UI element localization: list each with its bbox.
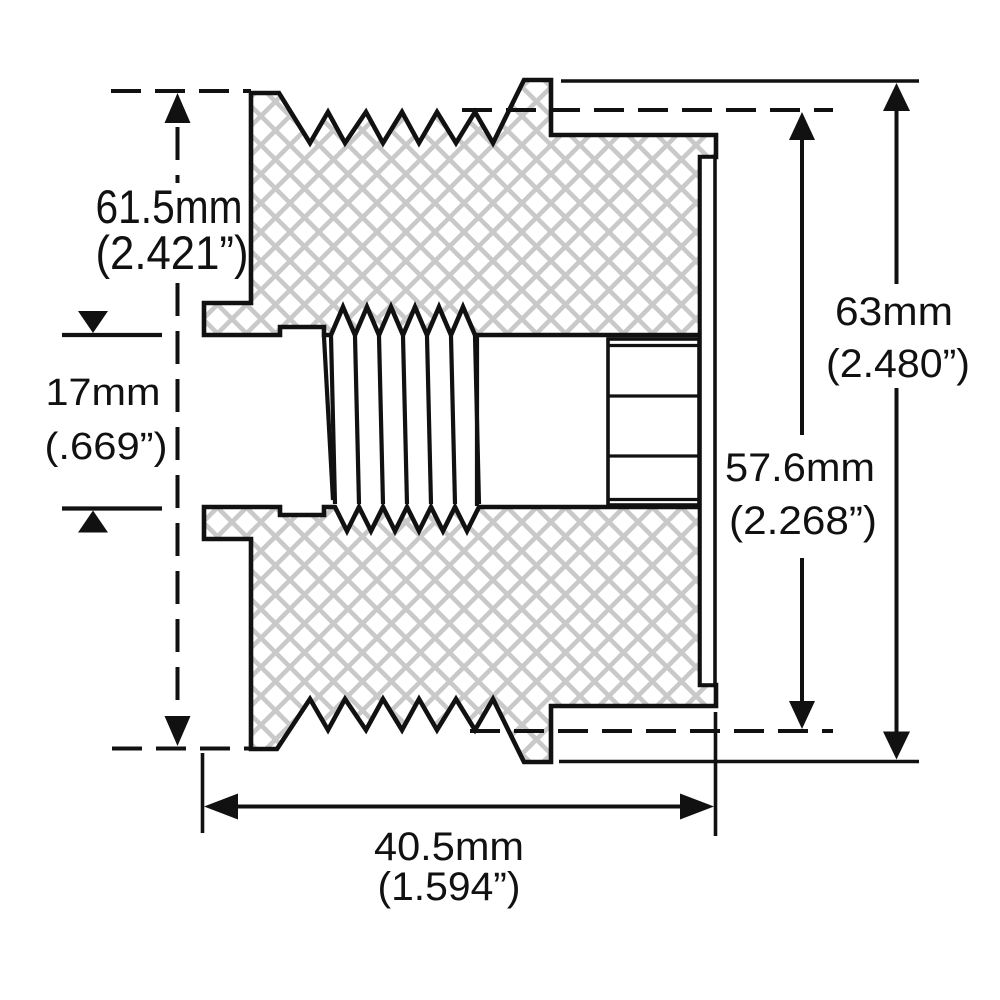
bearing-block: [606, 337, 701, 507]
dimension-61-5mm: 61.5mm (2.421”): [96, 89, 251, 751]
dim-61-5-label-mm: 61.5mm: [96, 180, 243, 233]
dimension-57-6mm: 57.6mm (2.268”): [462, 108, 877, 733]
dim-63-arrow-up: [883, 83, 910, 111]
dim-57-6-arrow-up: [789, 112, 815, 140]
dim-40-5-arrow-left: [204, 793, 238, 820]
dim-40-5-arrow-right: [680, 793, 714, 820]
dim-57-6-label-mm: 57.6mm: [725, 446, 875, 490]
dim-61-5-label-in: (2.421”): [96, 226, 249, 279]
dim-61-5-arrow-down: [164, 716, 191, 746]
bearing-divider-lines: [608, 343, 699, 502]
dim-40-5-label-mm: 40.5mm: [374, 825, 524, 869]
dim-63-label-mm: 63mm: [835, 290, 953, 334]
dimension-17mm: 17mm (.669”): [45, 311, 168, 533]
dim-17-arrow-up: [78, 510, 108, 533]
thread-profile-lines: [321, 335, 482, 506]
thread-runout-line: [321, 336, 336, 501]
dim-57-6-label-in: (2.268”): [729, 499, 877, 543]
body-upper-section: [201, 77, 719, 341]
dim-63-label-in: (2.480”): [826, 342, 970, 386]
dimension-63mm: 63mm (2.480”): [559, 79, 970, 764]
body-lower-section: [201, 501, 719, 765]
bearing-section: [606, 337, 701, 507]
dim-57-6-arrow-down: [789, 701, 815, 729]
dust-cover-plate: [698, 155, 717, 687]
pulley-body: [201, 77, 719, 765]
dimension-40-5mm: 40.5mm (1.594”): [200, 712, 718, 909]
dim-17-label-in: (.669”): [45, 426, 168, 468]
dim-63-arrow-down: [883, 731, 910, 760]
dim-61-5-arrow-up: [164, 93, 191, 123]
dim-17-label-mm: 17mm: [46, 372, 161, 414]
dim-17-arrow-down: [78, 311, 108, 333]
dim-40-5-label-in: (1.594”): [378, 865, 521, 909]
